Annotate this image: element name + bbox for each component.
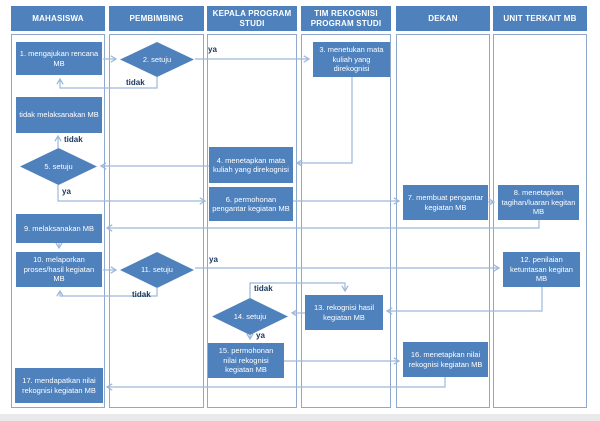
lane-header-pembimbing: PEMBIMBING	[109, 6, 204, 31]
node-16-menetapkan-nilai-rekognisi: 16. menetapkan nilai rekognisi kegiatan …	[403, 342, 488, 377]
node-9-melaksanakan-mb: 9. melaksanakan MB	[16, 214, 102, 243]
node-1-mengajukan-rencana-mb: 1. mengajukan rencana MB	[16, 42, 102, 75]
label-tidak-decision-11: tidak	[132, 290, 151, 299]
node-7-membuat-pengantar: 7. membuat pengantar kegiatan MB	[403, 185, 488, 220]
node-10-melaporkan-proses-hasil: 10. melaporkan proses/hasil kegiatan MB	[16, 252, 102, 287]
node-15-permohonan-nilai-rekognisi: 15. permohonan nilai rekognisi kegiatan …	[208, 343, 284, 378]
node-8-menetapkan-tagihan: 8. menetapkan tagihan/luaran kegitan MB	[498, 185, 579, 220]
label-ya-decision-11: ya	[209, 255, 218, 264]
node-13-rekognisi-hasil: 13. rekognisi hasil kegiatan MB	[305, 295, 383, 330]
lane-pembimbing	[109, 34, 204, 408]
node-4-menetapkan-mata-kuliah: 4. menetapkan mata kuliah yang direkogni…	[209, 147, 293, 183]
node-17-mendapatkan-nilai-rekognisi: 17. mendapatkan nilai rekognisi kegiatan…	[15, 368, 103, 403]
lane-tim-rekognisi-program-studi	[301, 34, 391, 408]
node-tidak-melaksanakan-mb: tidak melaksanakan MB	[16, 97, 102, 133]
lane-unit-terkait-mb	[493, 34, 587, 408]
bottom-margin-strip	[0, 414, 600, 421]
label-ya-decision-5: ya	[62, 187, 71, 196]
label-tidak-decision-5: tidak	[64, 135, 83, 144]
node-3-menetukan-mata-kuliah: 3. menetukan mata kuliah yang direkognis…	[313, 42, 390, 77]
lane-header-unit-terkait-mb: UNIT TERKAIT MB	[493, 6, 587, 31]
lane-header-tim-rekognisi-program-studi: TIM REKOGNISI PROGRAM STUDI	[301, 6, 391, 31]
label-ya-decision-14: ya	[256, 331, 265, 340]
node-6-permohonan-pengantar: 6. permohonan pengantar kegiatan MB	[209, 187, 293, 221]
lane-header-kepala-program-studi: KEPALA PROGRAM STUDI	[207, 6, 297, 31]
node-12-penilaian-ketuntasan: 12. penilaian ketuntasan kegitan MB	[503, 252, 580, 287]
label-tidak-decision-2: tidak	[126, 78, 145, 87]
label-tidak-decision-14: tidak	[254, 284, 273, 293]
lane-header-dekan: DEKAN	[396, 6, 490, 31]
lane-header-mahasiswa: MAHASISWA	[11, 6, 105, 31]
label-ya-decision-2: ya	[208, 45, 217, 54]
